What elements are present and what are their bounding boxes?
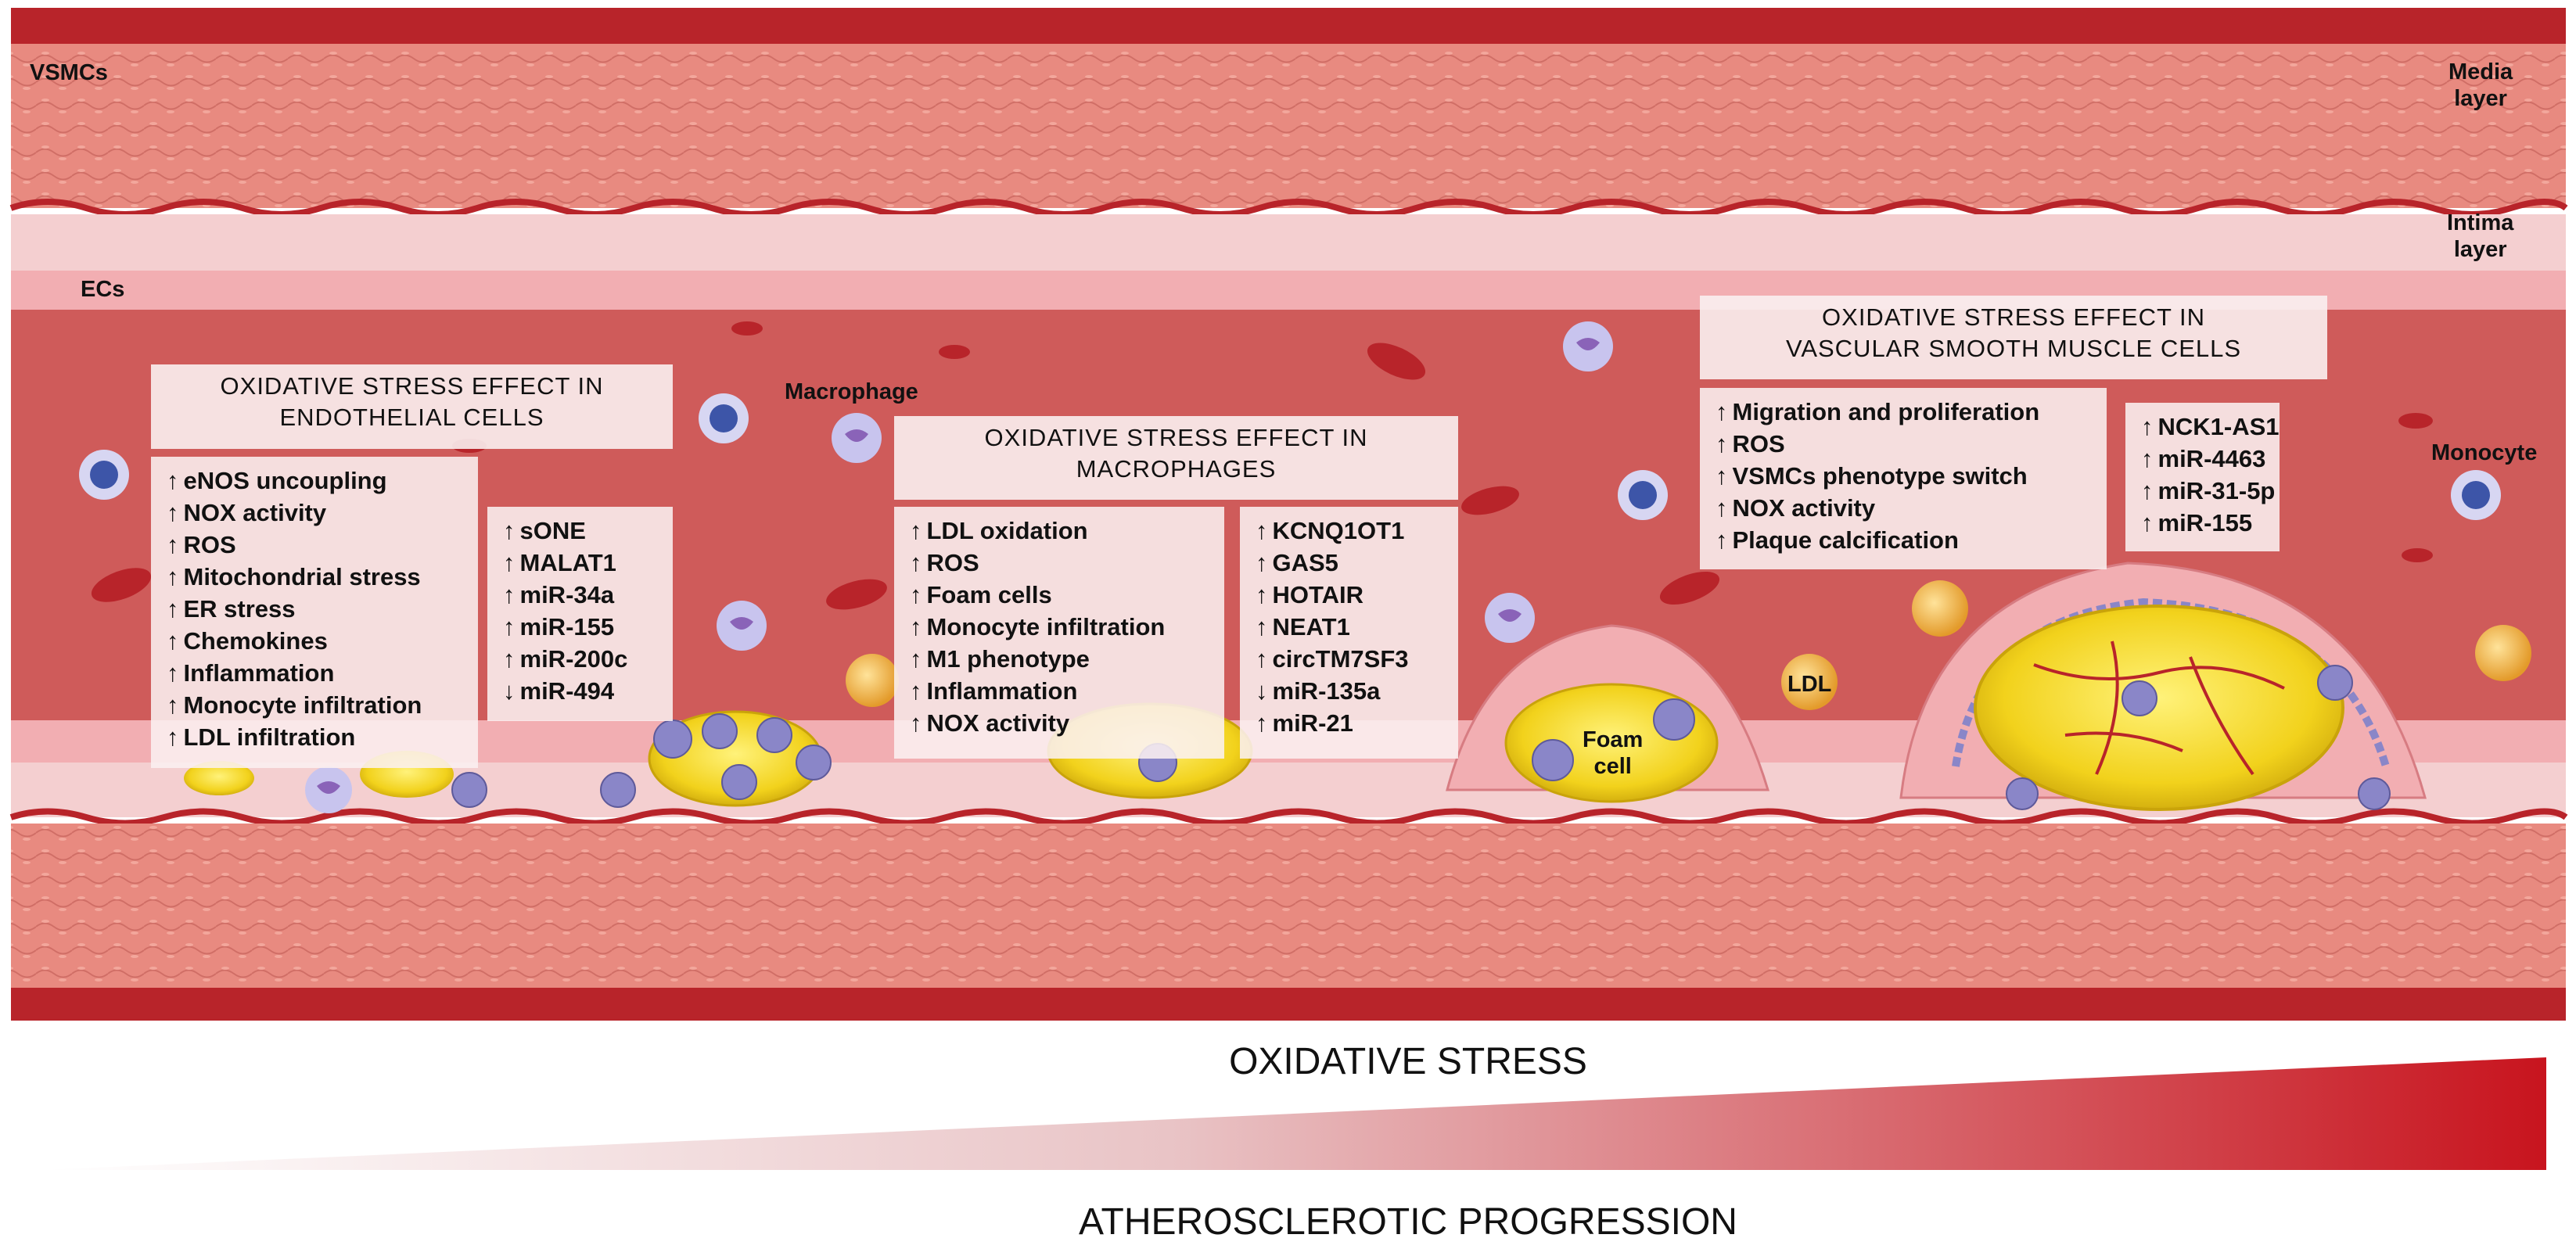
list-item: ↑miR-200c xyxy=(503,645,628,673)
ldl-label: LDL xyxy=(1787,672,1832,697)
list-item: ↑Monocyte infiltration xyxy=(910,613,1166,641)
list-item: ↑VSMCs phenotype switch xyxy=(1716,462,2028,490)
oxidative-stress-gradient xyxy=(43,1057,2546,1170)
atherosclerotic-progression-label: ATHEROSCLEROTIC PROGRESSION xyxy=(1079,1201,1737,1243)
ldl-particles xyxy=(846,580,2531,710)
list-item: ↑HOTAIR xyxy=(1256,581,1364,608)
list-item: ↑Inflammation xyxy=(910,677,1078,705)
list-item: ↑NOX activity xyxy=(910,709,1070,737)
list-item: ↑Mitochondrial stress xyxy=(167,563,421,590)
macrophage-label: Macrophage xyxy=(785,379,918,404)
list-item: ↑NOX activity xyxy=(1716,494,1876,522)
ecs-label: ECs xyxy=(81,277,125,302)
media-layer-bottom xyxy=(11,824,2566,988)
endothelial-effects-box: ↑eNOS uncoupling ↑NOX activity ↑ROS ↑Mit… xyxy=(151,457,478,768)
list-item: ↑ROS xyxy=(1716,430,1785,458)
foam-cell-nuclei xyxy=(451,665,2391,810)
list-item: ↑Inflammation xyxy=(167,659,335,687)
vsmc-effects-list: ↑Migration and proliferation ↑ROS ↑VSMCs… xyxy=(1700,388,2107,556)
list-item: ↑Plaque calcification xyxy=(1716,526,1959,554)
list-item: ↑miR-155 xyxy=(2141,509,2253,536)
list-item: ↑ROS xyxy=(167,531,236,558)
vsmc-rna-box: ↑NCK1-AS1 ↑miR-4463 ↑miR-31-5p ↑miR-155 xyxy=(2125,403,2280,551)
outer-wall-bottom xyxy=(11,988,2566,1021)
macrophages-effects-box: ↑LDL oxidation ↑ROS ↑Foam cells ↑Monocyt… xyxy=(894,507,1224,759)
vsmc-effects-box: ↑Migration and proliferation ↑ROS ↑VSMCs… xyxy=(1700,388,2107,569)
list-item: ↑miR-31-5p xyxy=(2141,477,2276,504)
list-item: ↑Monocyte infiltration xyxy=(167,691,422,719)
necrotic-core xyxy=(1974,605,2344,811)
macrophages-rna-box: ↑KCNQ1OT1 ↑GAS5 ↑HOTAIR ↑NEAT1 ↑circTM7S… xyxy=(1240,507,1458,759)
macrophages-rna-list: ↑KCNQ1OT1 ↑GAS5 ↑HOTAIR ↑NEAT1 ↑circTM7S… xyxy=(1240,507,1458,739)
media-layer-label: Media layer xyxy=(2448,59,2513,111)
list-item: ↑Foam cells xyxy=(910,581,1052,608)
internal-elastic-lamina-top xyxy=(9,199,2568,217)
oxidative-stress-label: OXIDATIVE STRESS xyxy=(1229,1041,1587,1082)
monocyte-label: Monocyte xyxy=(2431,440,2538,465)
endothelial-title: OXIDATIVE STRESS EFFECT IN ENDOTHELIAL C… xyxy=(151,364,673,449)
red-blood-cells xyxy=(91,321,2433,610)
list-item: ↑GAS5 xyxy=(1256,549,1338,576)
list-item: ↑MALAT1 xyxy=(503,549,616,576)
list-item: ↓miR-494 xyxy=(503,677,615,705)
list-item: ↑eNOS uncoupling xyxy=(167,467,387,494)
calcification-vessels xyxy=(2033,641,2285,776)
list-item: ↑miR-4463 xyxy=(2141,445,2266,472)
list-item: ↑sONE xyxy=(503,517,586,544)
list-item: ↑Migration and proliferation xyxy=(1716,398,2040,425)
outer-wall-top xyxy=(11,8,2566,44)
intima-layer-label: Intima layer xyxy=(2447,210,2514,262)
lipid-droplet xyxy=(184,761,254,795)
list-item: ↓miR-135a xyxy=(1256,677,1381,705)
list-item: ↑circTM7SF3 xyxy=(1256,645,1409,673)
list-item: ↑NOX activity xyxy=(167,499,327,526)
list-item: ↑LDL oxidation xyxy=(910,517,1088,544)
list-item: ↑KCNQ1OT1 xyxy=(1256,517,1405,544)
list-item: ↑M1 phenotype xyxy=(910,645,1090,673)
list-item: ↑miR-21 xyxy=(1256,709,1353,737)
foam-cell-label: Foam cell xyxy=(1583,727,1644,779)
list-item: ↑miR-34a xyxy=(503,581,615,608)
list-item: ↑LDL infiltration xyxy=(167,723,356,751)
monocytes xyxy=(79,393,2501,520)
vsmc-title: OXIDATIVE STRESS EFFECT IN VASCULAR SMOO… xyxy=(1700,296,2327,379)
endothelial-rna-list: ↑sONE ↑MALAT1 ↑miR-34a ↑miR-155 ↑miR-200… xyxy=(487,507,673,707)
media-layer-top xyxy=(11,44,2566,208)
macrophages-title: OXIDATIVE STRESS EFFECT IN MACROPHAGES xyxy=(894,416,1458,500)
list-item: ↑ROS xyxy=(910,549,979,576)
endothelial-effects-list: ↑eNOS uncoupling ↑NOX activity ↑ROS ↑Mit… xyxy=(151,457,478,753)
list-item: ↑Chemokines xyxy=(167,627,328,655)
list-item: ↑NEAT1 xyxy=(1256,613,1350,641)
list-item: ↑NCK1-AS1 xyxy=(2141,413,2280,440)
intima-layer-top xyxy=(11,214,2566,271)
endothelial-rna-box: ↑sONE ↑MALAT1 ↑miR-34a ↑miR-155 ↑miR-200… xyxy=(487,507,673,721)
macrophages-effects-list: ↑LDL oxidation ↑ROS ↑Foam cells ↑Monocyt… xyxy=(894,507,1224,739)
internal-elastic-lamina-bottom xyxy=(9,808,2568,827)
list-item: ↑ER stress xyxy=(167,595,296,623)
vsmcs-label: VSMCs xyxy=(30,60,108,85)
list-item: ↑miR-155 xyxy=(503,613,615,641)
macrophages xyxy=(305,321,1613,813)
vsmc-rna-list: ↑NCK1-AS1 ↑miR-4463 ↑miR-31-5p ↑miR-155 xyxy=(2125,403,2280,539)
